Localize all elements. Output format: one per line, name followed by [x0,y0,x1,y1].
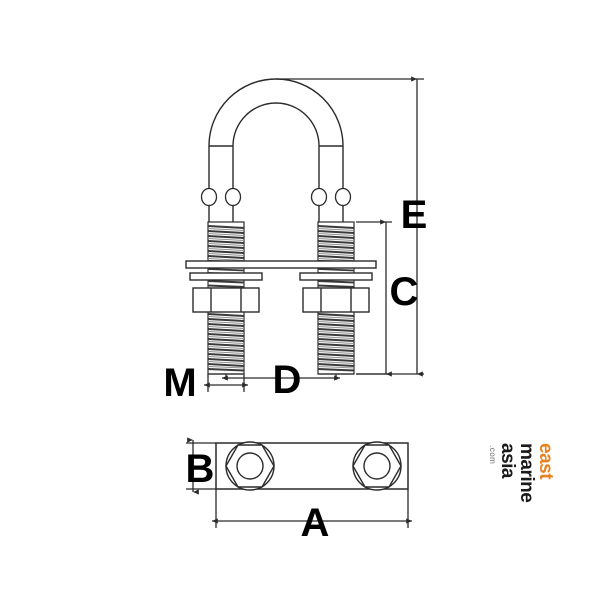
front-elevation-view [185,78,377,375]
right-thread-upper [317,221,355,264]
right-thread-upper-crests [317,224,355,264]
logo-text-dotcom: .com [488,445,497,464]
logo-text-asia: asia [497,443,518,479]
hex-nut-left-front [192,287,260,313]
right-thread-lower [317,310,355,375]
ubolt-inner-profile [232,102,320,244]
eastmarineasia-logo: east marine asia .com [488,443,556,502]
marker-circle-left-inner [224,187,242,207]
washer-right [299,272,373,281]
dimension-lines-plan-view [186,437,412,528]
logo-text-east: east [535,443,556,480]
backing-plate [185,260,377,269]
hex-nut-right-front [302,287,370,313]
left-thread-upper-roots [207,228,245,261]
dimension-label-m: M [163,361,196,405]
washer-left [189,272,263,281]
left-thread-lower [207,310,245,375]
hex-nut-left-bore [236,452,264,480]
plan-view [215,441,409,491]
left-thread-upper [207,221,245,264]
marker-circle-left-outer [200,187,218,207]
dimension-label-a: A [301,501,330,545]
right-thread-washer-gap-crests [317,280,355,288]
dimension-label-b: B [186,447,215,491]
left-thread-washer-gap-crests [207,280,245,288]
hex-nut-right-plan [352,441,402,491]
dimension-lines-front-view [204,76,424,392]
dimension-label-e: E [401,193,428,237]
right-thread-lower-roots [317,316,355,369]
logo-text-marine: marine [516,443,537,502]
left-thread-lower-crests [207,312,245,372]
hex-nut-left-outline [192,287,260,313]
hex-nut-left-plan [225,441,275,491]
right-thread-lower-crests [317,312,355,372]
dimension-label-c: C [390,270,419,314]
hex-nut-right-bore [363,452,391,480]
right-leg-threaded-section [317,221,355,375]
marker-circle-right-inner [310,187,328,207]
marker-circle-right-outer [334,187,352,207]
left-leg-threaded-section [207,221,245,375]
leg-marker-circles [200,187,352,207]
left-thread-lower-roots [207,316,245,369]
hex-nut-right-outline [302,287,370,313]
right-thread-upper-roots [317,228,355,261]
dimension-label-d: D [273,358,302,402]
